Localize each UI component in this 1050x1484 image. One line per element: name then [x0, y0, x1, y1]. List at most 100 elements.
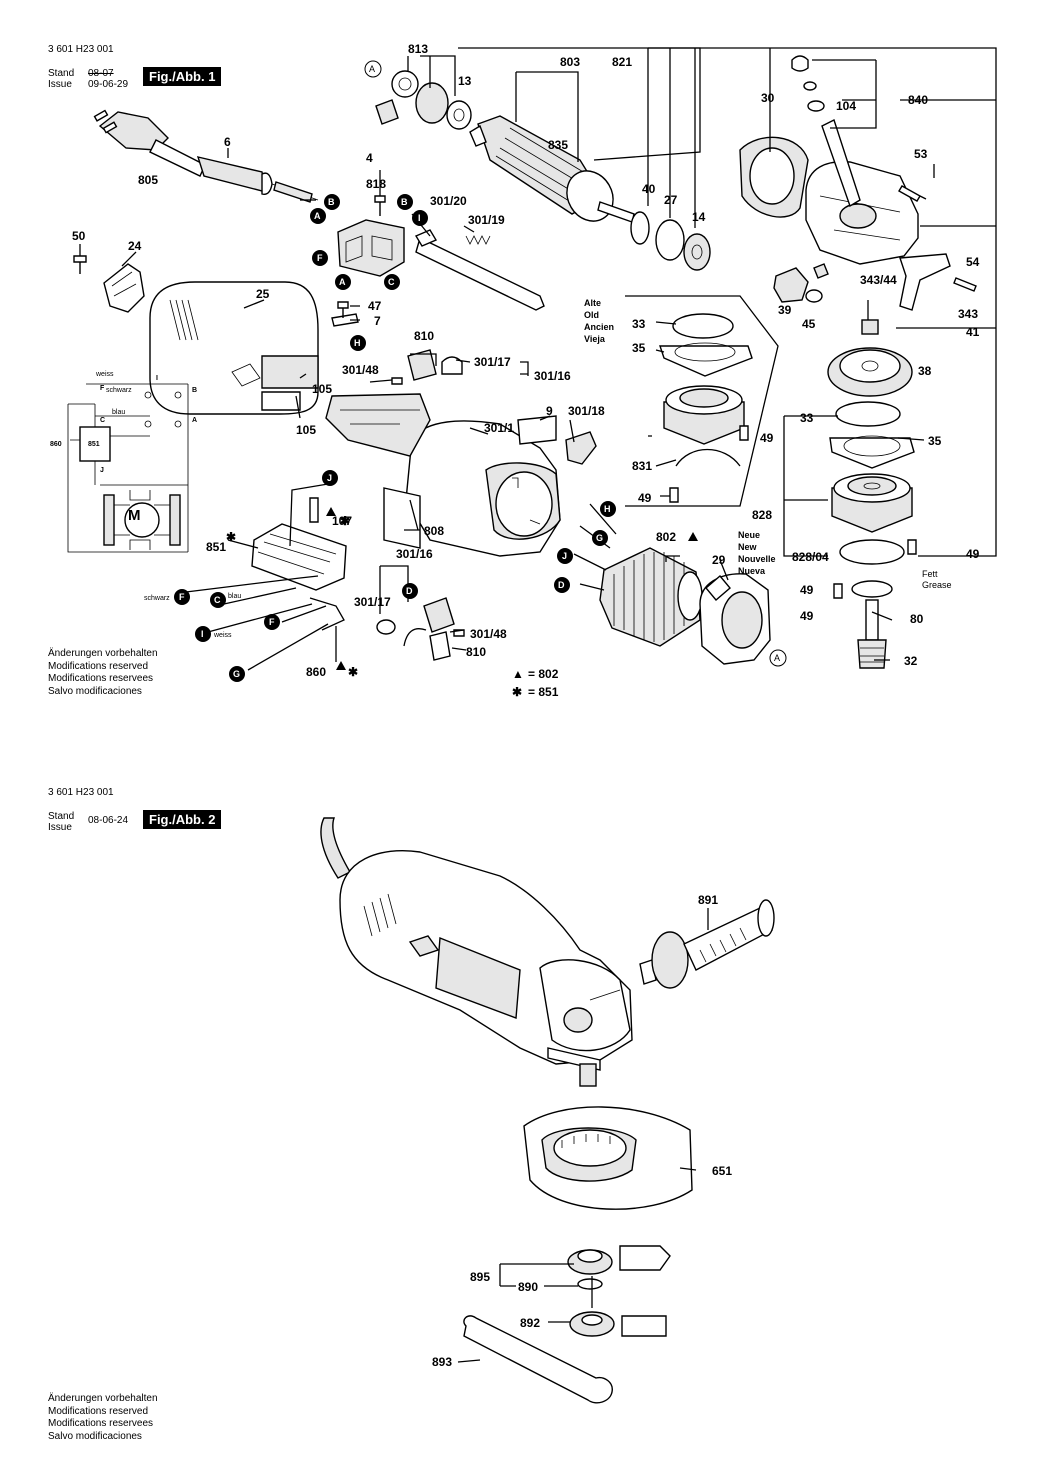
part-label: 301/16 [396, 547, 433, 561]
fig1-stand-label: Stand [48, 68, 75, 79]
part-label: 49 [760, 431, 774, 445]
callout-f: F [269, 617, 275, 627]
new-label: Nueva [738, 566, 766, 576]
part-label: 29 [712, 553, 726, 567]
fig2-leaders [457, 908, 709, 1363]
callout-f: F [317, 253, 323, 263]
part-label: 818 [366, 177, 386, 191]
part-label: 895 [470, 1270, 490, 1284]
callout-b: B [401, 197, 408, 207]
part-label: 50 [72, 229, 86, 243]
part-label: 301/17 [354, 595, 391, 609]
clip [675, 448, 741, 467]
note-line: Modifications reserved [48, 660, 149, 672]
fig1-drawing [67, 47, 997, 682]
flange-detail [619, 1245, 671, 1271]
callout-i: I [418, 213, 421, 223]
part-label: 301/17 [474, 355, 511, 369]
old-label: Ancien [584, 322, 614, 332]
part-label: 810 [414, 329, 434, 343]
power-cord [320, 817, 351, 879]
lead-wire [247, 623, 329, 671]
callout-i: I [201, 629, 204, 639]
fig2-doc-number: 3 601 H23 001 [48, 787, 114, 798]
note-line: Änderungen vorbehalten [48, 648, 158, 659]
schematic-term: A [192, 417, 197, 424]
note-line: Salvo modificaciones [48, 685, 142, 697]
sealing-ring [835, 401, 901, 427]
fig2-labels: 891 651 895 890 892 893 [432, 893, 732, 1369]
fig1-callouts [174, 60, 787, 682]
part-label: 860 [306, 665, 326, 679]
part-label: 53 [914, 147, 928, 161]
spindle-lock [899, 253, 951, 311]
fig1-labels: 813 803 821 13 835 30 104 840 53 4 818 3… [50, 42, 980, 699]
part-label: 39 [778, 303, 792, 317]
part-label: 9 [546, 404, 553, 418]
note-line: Änderungen vorbehalten [48, 1393, 158, 1404]
part-label: 343 [958, 307, 978, 321]
part-label: 835 [548, 138, 568, 152]
part-label: 802 [656, 530, 676, 544]
capacitor [309, 497, 319, 523]
part-label: 35 [632, 341, 646, 355]
fig2-notes: Änderungen vorbehalten Modifications res… [48, 1393, 158, 1443]
screw [953, 277, 977, 292]
nut [805, 289, 823, 303]
schematic-term: C [100, 417, 105, 424]
fan-baffle [699, 573, 771, 665]
guard [523, 1106, 693, 1210]
fig2-issue-date: 08-06-24 [88, 815, 129, 826]
screw [907, 539, 917, 555]
cord-piece [273, 181, 313, 203]
wire-color: blau [112, 409, 125, 416]
motor-symbol: M [128, 507, 141, 524]
schematic-term: I [156, 375, 158, 382]
fig2-drawing [320, 817, 775, 1404]
part-label: 890 [518, 1280, 538, 1294]
side-handle [639, 899, 775, 989]
callout-h: H [604, 504, 611, 514]
callout-f: F [179, 592, 185, 602]
asterisk-icon: ✱ [348, 665, 358, 679]
part-label: 105 [312, 382, 332, 396]
fig2-stand-label: Stand [48, 811, 75, 822]
part-label: 813 [408, 42, 428, 56]
schematic-box-label: 851 [88, 441, 100, 448]
schematic-term: F [100, 385, 105, 392]
fig1-leaders [79, 47, 997, 662]
old-label: Old [584, 310, 599, 320]
switch-rod [415, 237, 545, 311]
spindle [857, 599, 887, 669]
legend-text: = 851 [528, 685, 559, 699]
part-label: 301/1 [484, 421, 514, 435]
callout-a: A [774, 653, 780, 663]
legend-symbol: ✱ [512, 685, 522, 699]
field-coil [599, 547, 703, 647]
callout-a: A [314, 211, 321, 221]
part-label: 45 [802, 317, 816, 331]
part-label: 40 [642, 182, 656, 196]
part-label: 803 [560, 55, 580, 69]
bearing [391, 70, 419, 98]
callout-j: J [562, 551, 567, 561]
part-label: 301/18 [568, 404, 605, 418]
callout-g: G [233, 669, 240, 679]
fig1-doc-number: 3 601 H23 001 [48, 44, 114, 55]
motor-housing [149, 281, 319, 415]
part-label: 805 [138, 173, 158, 187]
part-label: 891 [698, 893, 718, 907]
wiring-schematic [67, 383, 189, 553]
spindle-lock-cap [791, 55, 809, 72]
part-label: 4 [366, 151, 373, 165]
part-label: 107 [332, 514, 352, 528]
grease-label: Fett [922, 569, 938, 579]
part-label: 80 [910, 612, 924, 626]
note-line: Modifications reserved [48, 1405, 149, 1417]
triangle-icon [326, 507, 336, 516]
part-label: 14 [692, 210, 706, 224]
part-label: 892 [520, 1316, 540, 1330]
part-label: 651 [712, 1164, 732, 1178]
brush-spring [375, 99, 399, 125]
